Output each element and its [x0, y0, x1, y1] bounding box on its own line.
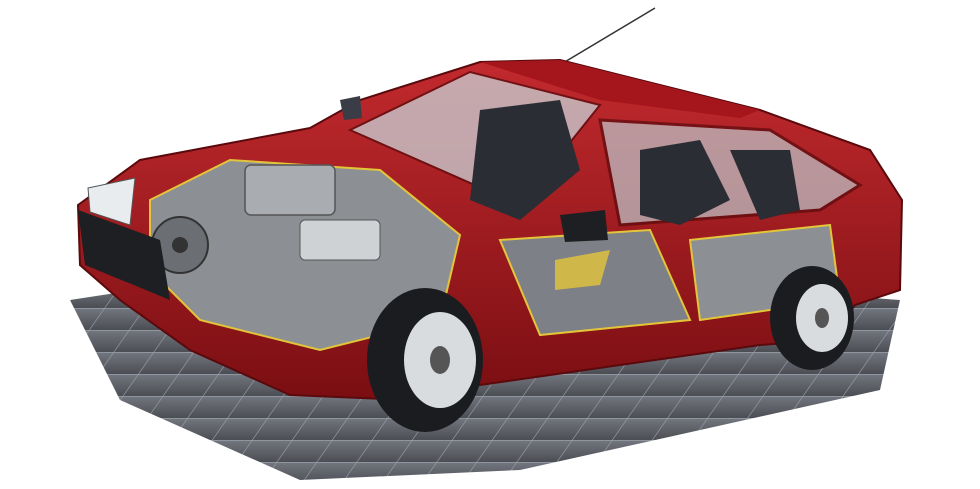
rear-seat-2 [730, 150, 800, 220]
front-bumper [78, 210, 170, 300]
rear-seat [640, 140, 730, 225]
front-mirror [340, 96, 362, 120]
rear-wheel [770, 266, 854, 370]
intake-manifold [299, 219, 381, 261]
front-seat [470, 100, 580, 220]
engine-block [244, 164, 336, 216]
headlight [87, 177, 136, 226]
front-wheel [367, 288, 483, 432]
footwell-carpet [555, 250, 610, 290]
side-mirror [560, 210, 608, 242]
rear-roof [480, 60, 760, 118]
fan-hub [172, 237, 188, 253]
